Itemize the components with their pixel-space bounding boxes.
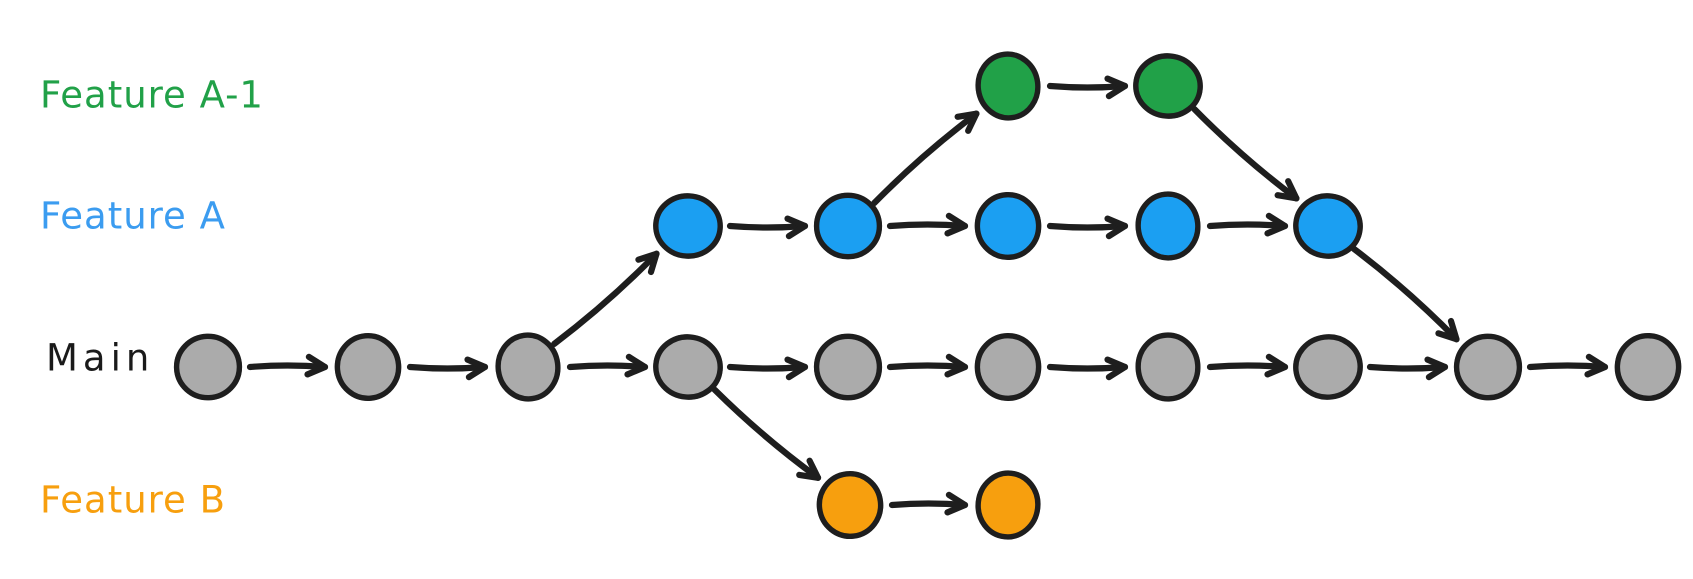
main-commit-node <box>813 333 883 401</box>
feature-a-1-commit-node <box>1133 53 1203 119</box>
arrowhead-icon <box>635 250 660 276</box>
arrowhead-icon <box>1104 356 1129 381</box>
main-commit-node <box>334 333 402 401</box>
commit-arrow <box>246 353 329 378</box>
arrowhead-icon <box>1584 353 1609 378</box>
commit-arrow <box>406 356 489 381</box>
feature-a-commit-node <box>813 192 883 260</box>
arrowhead-icon <box>1435 317 1460 343</box>
branch-arrow <box>551 250 660 347</box>
nodes-layer <box>173 51 1682 540</box>
feature-a-commit-node <box>653 193 723 259</box>
commit-arrow <box>1206 212 1289 237</box>
arrowhead-icon <box>304 353 329 378</box>
feature-a-1-commit-node <box>975 51 1041 121</box>
arrowhead-icon <box>784 356 809 381</box>
commit-arrow <box>566 353 649 378</box>
main-commit-node <box>974 333 1042 401</box>
arrowhead-icon <box>1104 215 1129 240</box>
arrowhead-icon <box>784 215 809 240</box>
branch-arrow <box>871 110 980 207</box>
commit-arrow <box>1046 356 1129 381</box>
main-commit-node <box>495 332 561 402</box>
main-commit-node <box>1614 333 1682 401</box>
commit-arrow <box>726 215 809 240</box>
branch-arrow <box>711 386 822 481</box>
arrowhead-icon <box>1274 178 1300 202</box>
arrowhead-icon <box>944 491 969 516</box>
feature-b-commit-node <box>816 471 884 539</box>
arrowhead-icon <box>954 110 980 134</box>
main-commit-node <box>173 333 243 401</box>
commit-arrow <box>888 491 969 516</box>
arrowhead-icon <box>944 212 969 237</box>
commit-arrow <box>1366 356 1449 381</box>
main-commit-node <box>1293 334 1363 400</box>
commit-arrow <box>1046 215 1129 240</box>
arrowhead-icon <box>796 457 822 481</box>
branch-label-feature-a: Feature A <box>40 195 226 238</box>
branch-label-feature-a-1: Feature A-1 <box>40 74 264 117</box>
merge-arrow <box>1191 105 1300 202</box>
arrowhead-icon <box>624 353 649 378</box>
main-commit-node <box>1135 332 1201 402</box>
main-commit-node <box>653 334 723 400</box>
arrowhead-icon <box>464 356 489 381</box>
commit-arrow <box>1046 75 1129 100</box>
feature-b-commit-node <box>975 470 1041 540</box>
branch-label-main: Main <box>46 337 154 380</box>
commit-arrow <box>1526 353 1609 378</box>
feature-a-commit-node <box>1135 191 1201 261</box>
commit-arrow <box>886 353 969 378</box>
arrowhead-icon <box>1424 356 1449 381</box>
commit-arrow <box>886 212 969 237</box>
arrowhead-icon <box>1264 212 1289 237</box>
commit-arrow <box>726 356 809 381</box>
arrowhead-icon <box>1104 75 1129 100</box>
feature-a-commit-node <box>974 192 1042 260</box>
main-commit-node <box>1453 333 1523 401</box>
branch-label-feature-b: Feature B <box>40 479 226 522</box>
edges-layer <box>246 75 1609 516</box>
feature-a-commit-node <box>1293 193 1363 259</box>
commit-arrow <box>1206 353 1289 378</box>
merge-arrow <box>1351 246 1460 343</box>
arrowhead-icon <box>1264 353 1289 378</box>
arrowhead-icon <box>944 353 969 378</box>
